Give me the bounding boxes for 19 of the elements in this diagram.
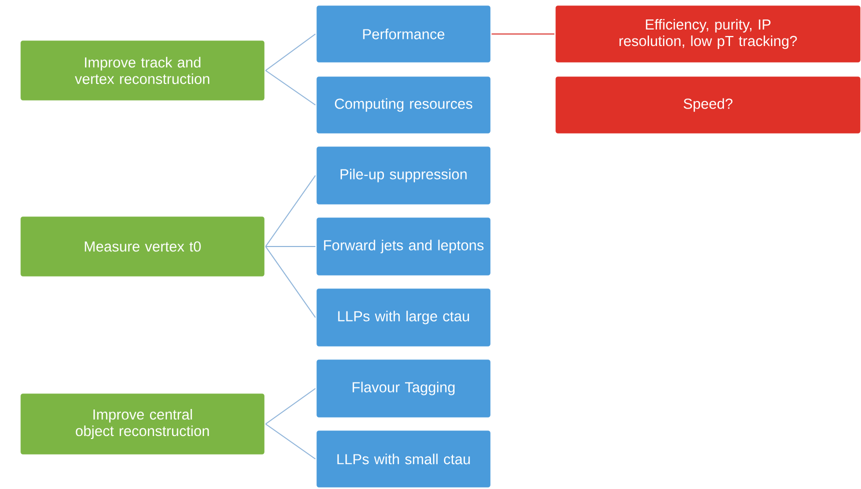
goal-box: Measure vertex t0 [19,215,266,278]
topic-box: LLPs with small ctau [315,429,492,489]
connector-line [265,246,316,318]
connector-line [265,175,316,247]
topic-box: Pile-up suppression [315,145,492,206]
topic-box: Computing resources [315,75,492,135]
connector-line [265,388,316,424]
connector-line [265,246,316,247]
connector-line [265,70,316,106]
goal-box: Improve central object reconstruction [19,392,266,456]
topic-box: LLPs with large ctau [315,287,492,348]
topic-box: Forward jets and leptons [315,216,492,277]
topic-box: Performance [315,4,492,64]
connector-line [265,424,316,460]
goal-box: Improve track and vertex reconstruction [19,39,266,102]
topic-box: Flavour Tagging [315,358,492,419]
connector-line [265,34,316,71]
question-box: Speed? [554,75,861,135]
question-box: Efficiency, purity, IP resolution, low pT tracking? [554,4,861,64]
